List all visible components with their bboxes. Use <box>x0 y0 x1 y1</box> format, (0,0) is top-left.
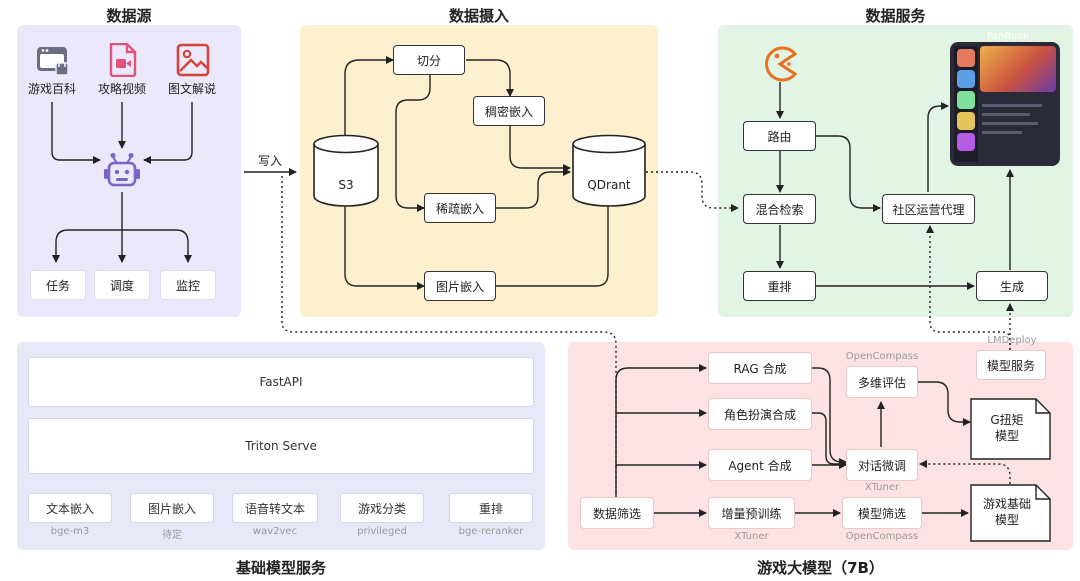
s3-cylinder <box>313 134 379 207</box>
agent-synth-box: Agent 合成 <box>708 449 812 481</box>
rerank-model: bge-reranker <box>458 526 524 537</box>
pretrain-tool: XTuner <box>734 531 769 542</box>
qdrant-cylinder <box>572 134 646 207</box>
text-embed-model: bge-m3 <box>50 526 90 537</box>
g-model-doc <box>970 398 1051 460</box>
monitor-box: 监控 <box>160 270 216 300</box>
dialog-finetune-box: 对话微调 <box>846 449 918 481</box>
speech-to-text-service: 语音转文本 <box>232 493 318 523</box>
data-filter-box: 数据筛选 <box>580 497 654 529</box>
data-ingest-title: 数据摄入 <box>448 7 509 25</box>
qdrant-label: QDrant <box>587 178 631 192</box>
video-label: 攻略视频 <box>97 82 146 96</box>
fanbook-label: FanBook <box>986 31 1030 42</box>
data-source-panel <box>17 25 241 317</box>
rerank-service: 重排 <box>449 493 533 523</box>
schedule-box: 调度 <box>94 270 150 300</box>
pacman-icon <box>765 46 798 82</box>
split-box: 切分 <box>393 45 465 75</box>
data-source-title: 数据源 <box>106 7 152 25</box>
sparse-embed-box: 稀疏嵌入 <box>424 193 496 223</box>
speech-to-text-model: wav2vec <box>252 526 298 537</box>
wiki-label: 游戏百科 <box>27 82 76 96</box>
image-embed-service: 图片嵌入 <box>130 493 214 523</box>
dense-embed-box: 稠密嵌入 <box>473 96 545 126</box>
multi-eval-tool: OpenCompass <box>845 351 919 362</box>
model-filter-tool: OpenCompass <box>845 531 919 542</box>
generate-box: 生成 <box>976 271 1048 301</box>
game-llm-title: 游戏大模型（7B） <box>757 559 884 577</box>
model-filter-box: 模型筛选 <box>842 497 922 529</box>
community-agent-box: 社区运营代理 <box>882 194 975 224</box>
rerank-box: 重排 <box>743 271 816 301</box>
base-model-label: 游戏基础 模型 <box>982 497 1031 527</box>
write-label: 写入 <box>257 154 282 168</box>
fastapi-bar: FastAPI <box>28 357 534 407</box>
image-text-label: 图文解说 <box>167 82 216 96</box>
game-classify-service: 游戏分类 <box>340 493 424 523</box>
image-embed-box: 图片嵌入 <box>424 271 496 301</box>
rag-synth-box: RAG 合成 <box>708 352 812 384</box>
s3-label: S3 <box>338 178 354 192</box>
task-box: 任务 <box>30 270 86 300</box>
fanbook-sidebar <box>954 46 978 162</box>
wiki-icon <box>37 47 69 76</box>
hybrid-retrieval-box: 混合检索 <box>743 194 816 224</box>
model-service-box: 模型服务 <box>976 350 1046 380</box>
route-box: 路由 <box>743 121 816 151</box>
multi-eval-box: 多维评估 <box>846 366 918 398</box>
image-embed-model: 待定 <box>162 530 182 541</box>
fanbook-screenshot <box>950 42 1060 166</box>
fanbook-banner <box>980 46 1056 92</box>
image-text-icon <box>176 43 210 77</box>
foundation-title: 基础模型服务 <box>235 559 326 577</box>
dialog-finetune-tool: XTuner <box>864 482 900 493</box>
lmdeploy-label: LMDeploy <box>987 335 1037 346</box>
incremental-pretrain-box: 增量预训练 <box>708 497 795 529</box>
text-embed-service: 文本嵌入 <box>28 493 112 523</box>
video-icon <box>109 43 137 77</box>
robot-icon <box>104 153 140 187</box>
fanbook-list <box>982 98 1052 140</box>
g-model-label: G扭矩 模型 <box>990 413 1024 443</box>
roleplay-synth-box: 角色扮演合成 <box>708 398 812 430</box>
data-service-title: 数据服务 <box>865 7 926 25</box>
game-classify-model: privileged <box>357 526 407 537</box>
base-model-doc <box>970 484 1051 542</box>
triton-bar: Triton Serve <box>28 418 534 474</box>
